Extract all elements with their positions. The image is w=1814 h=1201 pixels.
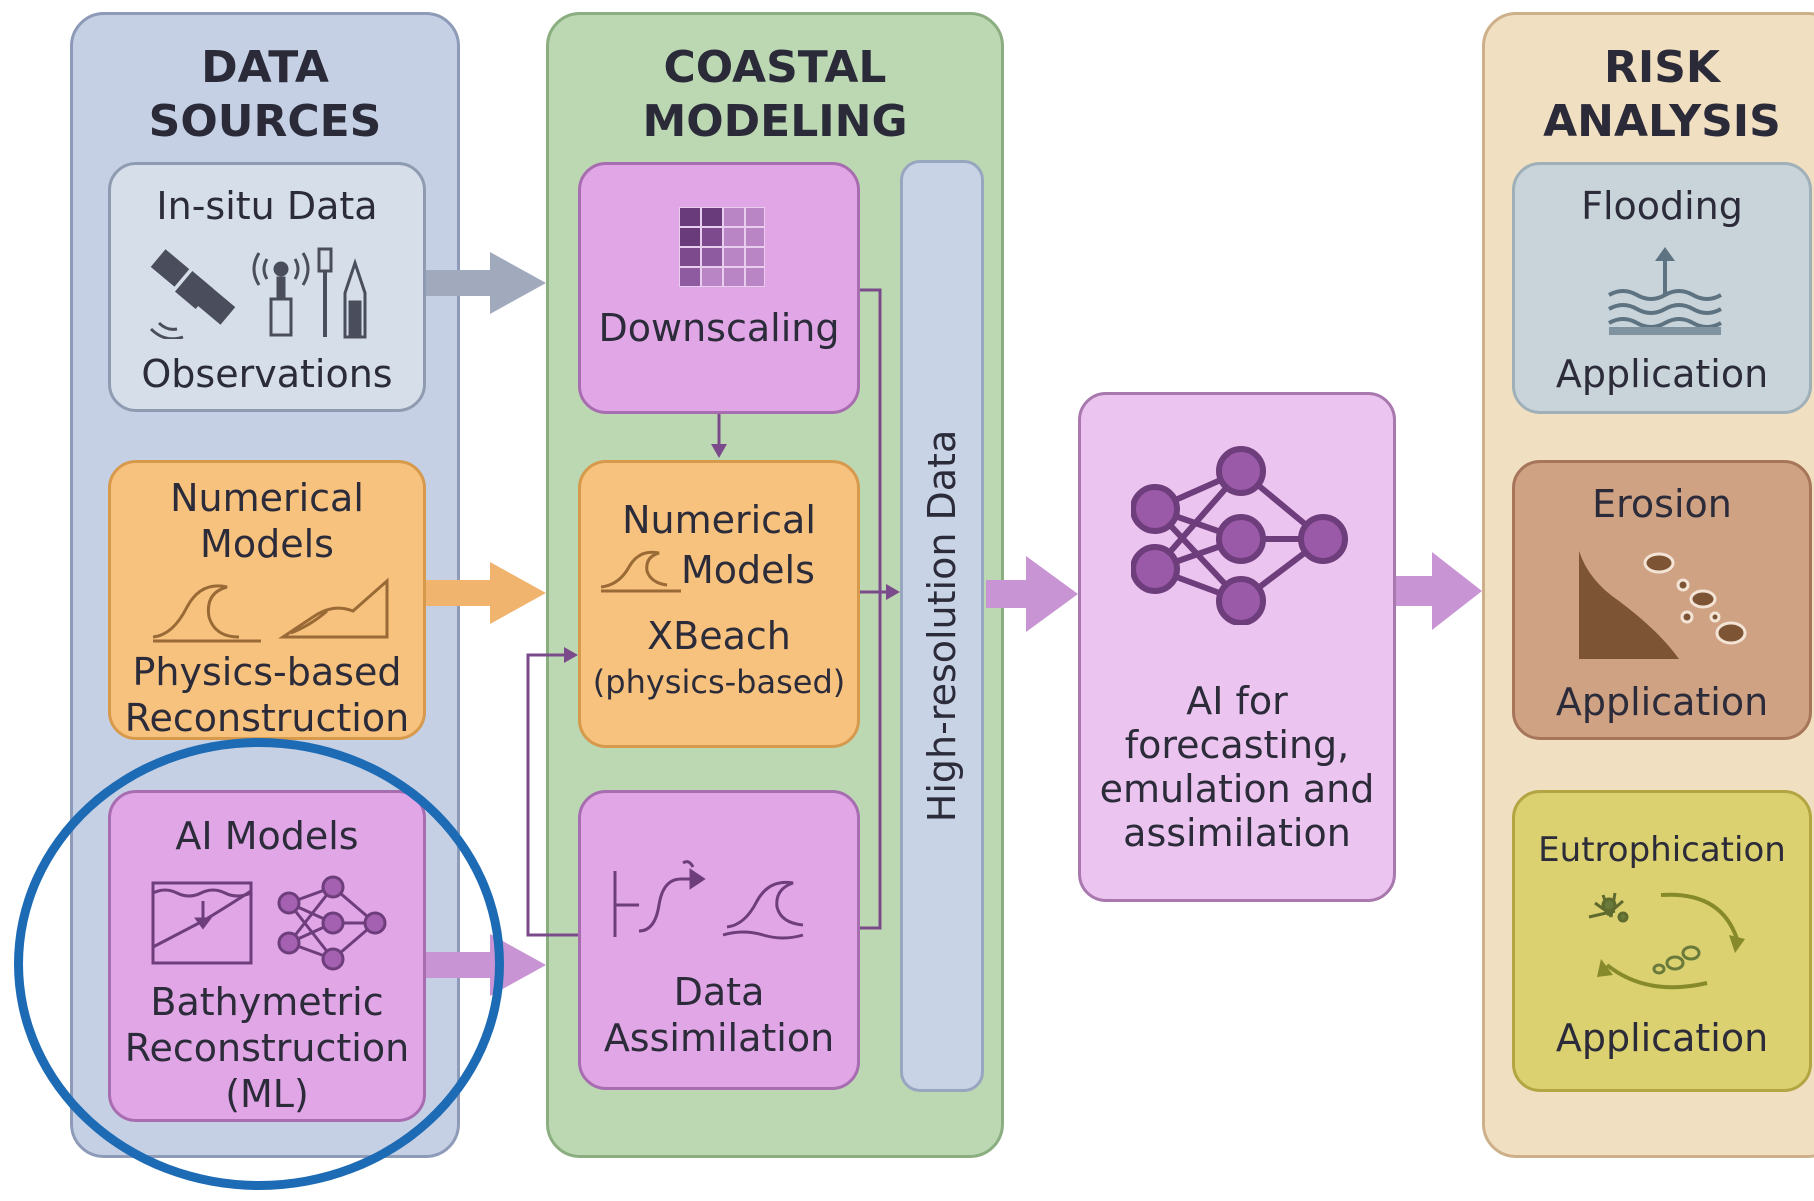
downscaling-label: Downscaling — [598, 306, 840, 350]
data-sources-title: DATA SOURCES — [148, 42, 382, 147]
numerical-title: Numerical Models — [170, 476, 364, 566]
flooding-subtitle: Application — [1555, 352, 1769, 396]
ai-forecasting-label: AI for forecasting, emulation and assimi… — [1099, 679, 1375, 855]
erosion-subtitle: Application — [1555, 680, 1769, 724]
flood-water-icon — [1608, 247, 1722, 335]
grid-icon — [679, 207, 765, 287]
arrow-insitu-to-downscaling — [426, 252, 546, 314]
xbeach-card: Numerical Models XBeach (physics-based) — [578, 460, 860, 748]
coastal-modeling-title: COASTAL MODELING — [642, 42, 908, 147]
insitu-data-card: In-situ Data Observations — [108, 162, 426, 412]
risk-analysis-title: RISK ANALYSIS — [1543, 42, 1781, 147]
insitu-icons — [149, 247, 367, 339]
xbeach-models-label: Models — [681, 548, 815, 592]
data-assimilation-card: Data Assimilation — [578, 790, 860, 1090]
eutrophication-title: Eutrophication — [1538, 830, 1786, 870]
numerical-subtitle: Physics-based Reconstruction — [124, 650, 410, 740]
satellite-icon — [149, 249, 236, 339]
high-resolution-label: High-resolution Data — [920, 429, 964, 823]
xbeach-physics-label: (physics-based) — [592, 663, 846, 701]
assimilation-label: Data Assimilation — [603, 970, 835, 1060]
insitu-subtitle: Observations — [141, 352, 393, 396]
arrow-assimilation-to-xbeach — [526, 647, 578, 937]
sensor-antenna-icon — [252, 252, 310, 337]
arrow-ai-to-risk — [1396, 552, 1482, 630]
arrow-right-bracket — [860, 288, 900, 930]
arrow-numerical-to-xbeach — [426, 562, 546, 624]
flooding-title: Flooding — [1581, 184, 1743, 228]
xbeach-numerical-label: Numerical — [622, 498, 816, 542]
wave-icon — [600, 550, 681, 593]
nutrient-cycle-icon — [1588, 892, 1745, 990]
buoy-icon — [317, 247, 367, 339]
high-resolution-data-bar: High-resolution Data — [900, 160, 984, 1092]
ai-forecasting-card: AI for forecasting, emulation and assimi… — [1078, 392, 1396, 902]
flooding-card: Flooding Application — [1512, 162, 1812, 414]
eutrophication-subtitle: Application — [1555, 1016, 1769, 1060]
numerical-models-card: Numerical Models Physics-based Reconstru… — [108, 460, 426, 740]
insitu-title: In-situ Data — [156, 184, 378, 228]
downscaling-card: Downscaling — [578, 162, 860, 414]
wave-icon — [722, 880, 804, 940]
eutrophication-card: Eutrophication Application — [1512, 790, 1812, 1092]
assimilation-icons — [613, 860, 804, 940]
highlight-circle — [14, 738, 504, 1190]
arrow-modeling-to-ai — [986, 556, 1078, 632]
beach-profile-icon — [278, 577, 389, 639]
neural-network-icon — [1131, 446, 1348, 625]
erosion-slope-icon — [1579, 551, 1747, 659]
wave-icon — [152, 584, 261, 643]
numerical-icons — [152, 577, 389, 643]
assimilation-curve-icon — [613, 860, 706, 937]
erosion-title: Erosion — [1592, 482, 1732, 526]
arrow-downscaling-to-xbeach — [711, 414, 727, 458]
xbeach-label: XBeach — [647, 614, 791, 658]
erosion-card: Erosion Application — [1512, 460, 1812, 740]
